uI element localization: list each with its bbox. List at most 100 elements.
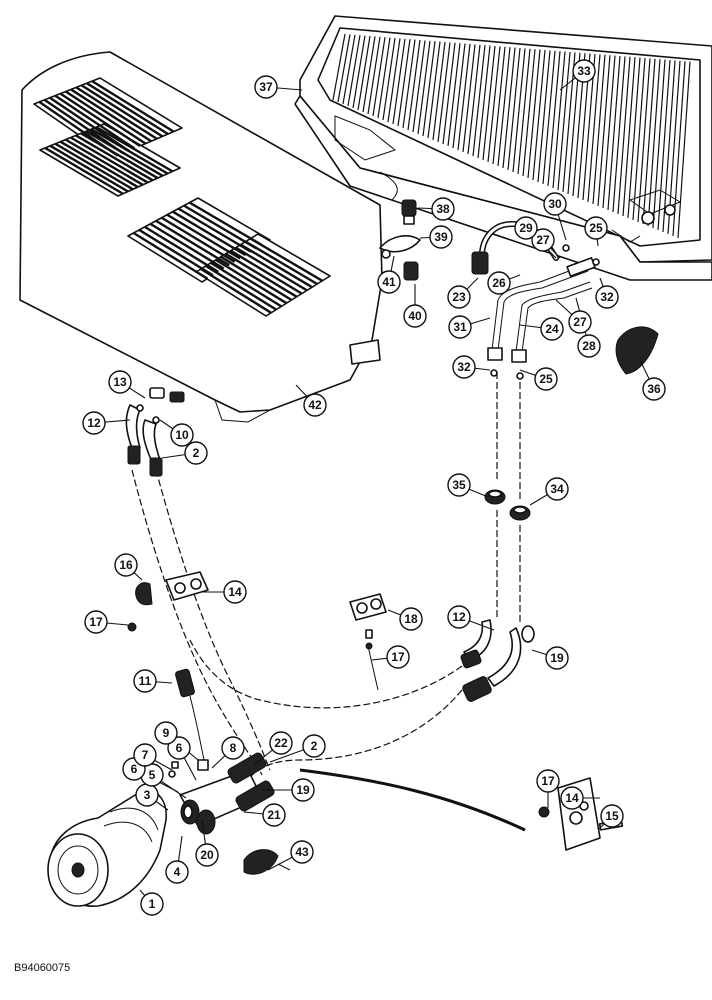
vent-slat <box>85 130 164 177</box>
core-fin <box>507 47 521 171</box>
condenser-core <box>294 15 712 281</box>
callout-18: 18 <box>399 607 423 631</box>
vent-slat <box>160 216 236 263</box>
callout-27: 27 <box>568 310 592 334</box>
core-fin <box>527 49 541 179</box>
callout-circle <box>133 669 157 693</box>
blower-housing <box>19 51 383 423</box>
callout-number: 21 <box>267 808 281 822</box>
callout-40: 40 <box>403 304 427 328</box>
callout-number: 8 <box>230 741 237 755</box>
callout-number: 16 <box>119 558 133 572</box>
callout-number: 22 <box>274 736 288 750</box>
callout-circle <box>167 736 191 760</box>
callout-2: 2 <box>184 441 208 465</box>
callout-circle <box>184 441 208 465</box>
callout-31: 31 <box>448 315 472 339</box>
vent-slat <box>138 228 214 277</box>
vent-slat <box>205 264 277 311</box>
callout-number: 6 <box>131 762 138 776</box>
callout-3: 3 <box>135 783 159 807</box>
callout-circle <box>452 355 476 379</box>
core-fin <box>617 56 631 215</box>
core-fin <box>602 55 616 209</box>
callout-circle <box>431 197 455 221</box>
callout-number: 18 <box>404 612 418 626</box>
core-fin <box>662 60 676 233</box>
core-fin <box>637 58 651 223</box>
callout-17: 17 <box>536 769 560 793</box>
core-fin <box>562 52 576 193</box>
callout-number: 43 <box>295 845 309 859</box>
vent-slat <box>49 96 130 152</box>
core-fin <box>457 43 471 151</box>
core-fin <box>367 36 381 115</box>
figure-code: B94060075 <box>14 962 71 974</box>
grommets <box>484 489 531 521</box>
vent-slat <box>230 249 303 295</box>
callout-circle <box>584 216 608 240</box>
vent-slat <box>172 210 247 257</box>
core-fin <box>342 34 356 105</box>
callout-32: 32 <box>595 285 619 309</box>
callout-number: 36 <box>647 382 661 396</box>
vent-slat <box>244 240 318 286</box>
core-fin <box>547 51 561 187</box>
callout-circle <box>403 304 427 328</box>
compressor <box>47 789 167 907</box>
callout-12: 12 <box>82 411 106 435</box>
callout-32: 32 <box>452 355 476 379</box>
callout-number: 25 <box>589 221 603 235</box>
core-fin <box>377 37 391 119</box>
callout-circle <box>600 804 624 828</box>
callout-6: 6 <box>167 736 191 760</box>
vent-slat <box>80 84 164 138</box>
callout-number: 28 <box>582 339 596 353</box>
core-fin <box>387 38 401 123</box>
vent-slat <box>70 136 149 184</box>
vent-slat <box>80 132 159 180</box>
core-fin <box>442 42 456 145</box>
core-fin <box>492 46 506 165</box>
callout-circle <box>170 423 194 447</box>
callout-number: 34 <box>550 482 564 496</box>
vent-slat <box>225 252 298 298</box>
core-fin <box>427 41 441 139</box>
core-fin <box>477 45 491 159</box>
core-fin <box>632 57 646 221</box>
callout-4: 4 <box>165 860 189 884</box>
callout-number: 40 <box>408 309 422 323</box>
callout-number: 35 <box>452 478 466 492</box>
core-fin <box>482 45 496 161</box>
core-fin <box>537 50 551 183</box>
vent-slat <box>200 267 272 314</box>
callout-number: 14 <box>565 791 579 805</box>
core-fin <box>592 54 606 205</box>
callout-number: 27 <box>536 233 550 247</box>
callout-number: 7 <box>142 748 149 762</box>
core-fin <box>652 59 666 229</box>
callout-23: 23 <box>447 285 471 309</box>
core-fin <box>622 57 636 217</box>
callout-number: 17 <box>541 774 555 788</box>
vent-slat <box>183 204 258 250</box>
core-fin <box>487 46 501 163</box>
callout-1: 1 <box>140 892 164 916</box>
callout-circle <box>447 473 471 497</box>
callout-39: 39 <box>429 225 453 249</box>
callout-circle <box>254 75 278 99</box>
callout-number: 12 <box>452 610 466 624</box>
callout-circle <box>195 843 219 867</box>
callout-24: 24 <box>540 317 564 341</box>
vent-slat <box>59 92 141 148</box>
callout-number: 30 <box>548 197 562 211</box>
core-fin <box>502 47 516 169</box>
core-fin <box>397 39 411 127</box>
core-fin <box>347 35 361 107</box>
callout-number: 15 <box>605 809 619 823</box>
callout-circle <box>534 367 558 391</box>
core-fin <box>422 41 436 137</box>
callout-number: 23 <box>452 290 466 304</box>
